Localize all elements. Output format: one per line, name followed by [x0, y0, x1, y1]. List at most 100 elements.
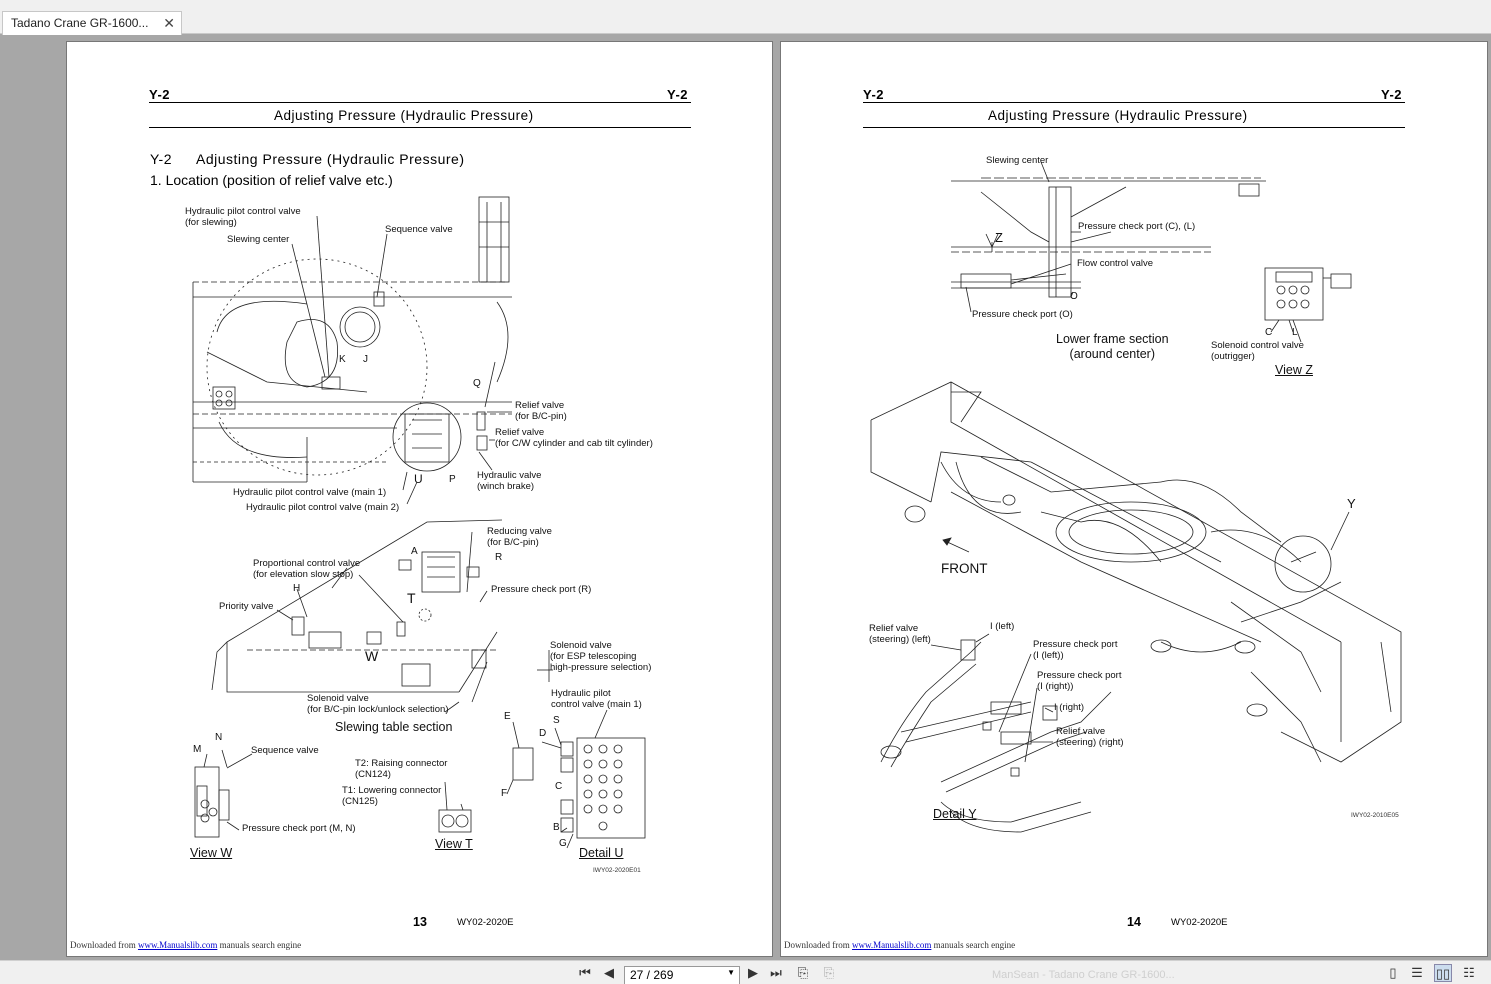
doc-code: WY02-2020E [457, 917, 514, 928]
header-rule-top [863, 102, 1405, 103]
letter-l: L [1292, 327, 1298, 338]
letter-f: F [501, 788, 508, 799]
label-pcp-o: Pressure check port (O) [972, 309, 1073, 320]
header-rule-bottom [863, 127, 1405, 128]
header-title: Adjusting Pressure (Hydraulic Pressure) [988, 108, 1248, 123]
letter-r: R [495, 552, 503, 563]
label-pcp-mn: Pressure check port (M, N) [242, 823, 356, 834]
label-i-right: I (right) [1054, 702, 1085, 713]
go-back-icon[interactable]: ⎘ [797, 965, 809, 980]
label-solenoid-control-valve: Solenoid control valve(outrigger) [1211, 340, 1304, 362]
letter-s: S [553, 715, 560, 726]
lower-frame-diagram [870, 161, 1402, 833]
doc-code: WY02-2020E [1171, 917, 1228, 928]
label-hpcv-main2: Hydraulic pilot control valve (main 2) [246, 502, 400, 513]
caption-slewing-table: Slewing table section [335, 720, 453, 734]
label-front: FRONT [941, 561, 988, 576]
letter-c: C [1265, 327, 1273, 338]
two-page-view-icon[interactable]: ▯▯ [1434, 964, 1452, 982]
caption-detail-u: Detail U [579, 846, 624, 860]
label-slewing-center: Slewing center [227, 234, 290, 245]
page-number: 14 [1127, 915, 1141, 929]
letter-a: A [411, 546, 418, 557]
manualslib-link[interactable]: www.Manualslib.com [851, 940, 932, 950]
letter-c: C [555, 781, 563, 792]
figure-code: IWY02-2010E05 [1351, 812, 1399, 819]
go-forward-icon[interactable]: ⎘ [823, 965, 835, 980]
label-priority-valve: Priority valve [219, 601, 274, 612]
label-slewing-center: Slewing center [986, 155, 1049, 166]
caption-lower-frame: Lower frame section(around center) [1056, 332, 1169, 361]
letter-z: Z [995, 230, 1003, 245]
letter-y: Y [1347, 496, 1356, 511]
label-sequence-valve-w: Sequence valve [251, 745, 319, 756]
header-rule-top [149, 102, 691, 103]
label-flow-control-valve: Flow control valve [1077, 258, 1154, 269]
label-sequence-valve: Sequence valve [385, 224, 453, 235]
page-14: Y-2 Y-2 Adjusting Pressure (Hydraulic Pr… [780, 41, 1488, 957]
tab-title: Tadano Crane GR-1600... [11, 16, 149, 30]
figure-code: IWY02-2020E01 [593, 867, 641, 874]
label-pcp-cl: Pressure check port (C), (L) [1078, 221, 1196, 232]
label-pcp-i-right: Pressure check port(I (right)) [1037, 670, 1122, 692]
label-relief-bc: Relief valve(for B/C-pin) [515, 400, 567, 422]
document-viewer[interactable]: Y-2 Y-2 Adjusting Pressure (Hydraulic Pr… [0, 35, 1491, 960]
letter-o: O [1070, 291, 1078, 302]
caption-view-t: View T [435, 837, 473, 851]
ghost-tab: ManSean - Tadano Crane GR-1600... [992, 969, 1175, 981]
letter-h: H [293, 583, 301, 594]
label-hydraulic-valve-winch: Hydraulic valve(winch brake) [477, 470, 542, 492]
single-page-view-icon[interactable]: ▯ [1389, 965, 1397, 980]
label-pcp-i-left: Pressure check port(I (left)) [1033, 639, 1118, 661]
label-i-left: I (left) [990, 621, 1015, 632]
label-t1-connector: T1: Lowering connector(CN125) [342, 785, 442, 807]
caption-view-w: View W [190, 846, 233, 860]
page-selector[interactable]: 27 / 269 ▼ [624, 966, 740, 984]
two-page-continuous-icon[interactable]: ☷ [1463, 965, 1475, 980]
label-reducing-valve: Reducing valve(for B/C-pin) [487, 526, 552, 548]
letter-e: E [504, 711, 511, 722]
letter-b: B [553, 822, 560, 833]
header-code-left: Y-2 [863, 87, 885, 102]
letter-m: M [193, 744, 202, 755]
section-number: Y-2 [150, 151, 173, 167]
label-hpcv-main1: Hydraulic pilot control valve (main 1) [233, 487, 387, 498]
last-page-icon[interactable]: ⏭ [770, 965, 782, 980]
next-page-icon[interactable]: ▶ [748, 965, 758, 980]
letter-q: Q [473, 378, 481, 389]
letter-w: W [365, 648, 379, 664]
label-pcp-r: Pressure check port (R) [491, 584, 592, 595]
continuous-view-icon[interactable]: ☰ [1411, 965, 1423, 980]
document-tab[interactable]: Tadano Crane GR-1600... ✕ [2, 11, 182, 35]
footer-downloaded: Downloaded from www.Manualslib.com manua… [784, 940, 1016, 950]
label-solenoid-bc: Solenoid valve(for B/C-pin lock/unlock s… [307, 693, 449, 715]
sub-title: 1. Location (position of relief valve et… [150, 172, 393, 188]
letter-t: T [407, 590, 416, 606]
chevron-down-icon[interactable]: ▼ [727, 968, 735, 977]
bottom-toolbar: ⏮ ◀ 27 / 269 ▼ ▶ ⏭ ⎘ ⎘ ManSean - Tadano … [0, 960, 1491, 984]
manualslib-link[interactable]: www.Manualslib.com [137, 940, 218, 950]
letter-j: J [363, 354, 368, 365]
first-page-icon[interactable]: ⏮ [579, 965, 591, 980]
letter-d: D [539, 728, 547, 739]
letter-k: K [339, 354, 346, 365]
letter-u: U [414, 472, 423, 486]
page-13: Y-2 Y-2 Adjusting Pressure (Hydraulic Pr… [66, 41, 773, 957]
header-rule-bottom [149, 127, 691, 128]
letter-n: N [215, 732, 223, 743]
label-relief-steering-right: Relief valve(steering) (right) [1056, 726, 1124, 748]
section-title: Adjusting Pressure (Hydraulic Pressure) [196, 151, 465, 167]
page-display: 27 / 269 [630, 968, 674, 982]
header-code-right: Y-2 [667, 87, 689, 102]
close-icon[interactable]: ✕ [163, 15, 175, 31]
label-relief-steering-left: Relief valve(steering) (left) [869, 623, 931, 645]
letter-p: P [449, 474, 456, 485]
label-proportional-valve: Proportional control valve(for elevation… [253, 558, 361, 580]
slewing-table-diagram [192, 196, 646, 849]
caption-view-z: View Z [1275, 363, 1313, 377]
previous-page-icon[interactable]: ◀ [604, 965, 614, 980]
page-number: 13 [413, 915, 427, 929]
caption-detail-y: Detail Y [933, 807, 977, 821]
